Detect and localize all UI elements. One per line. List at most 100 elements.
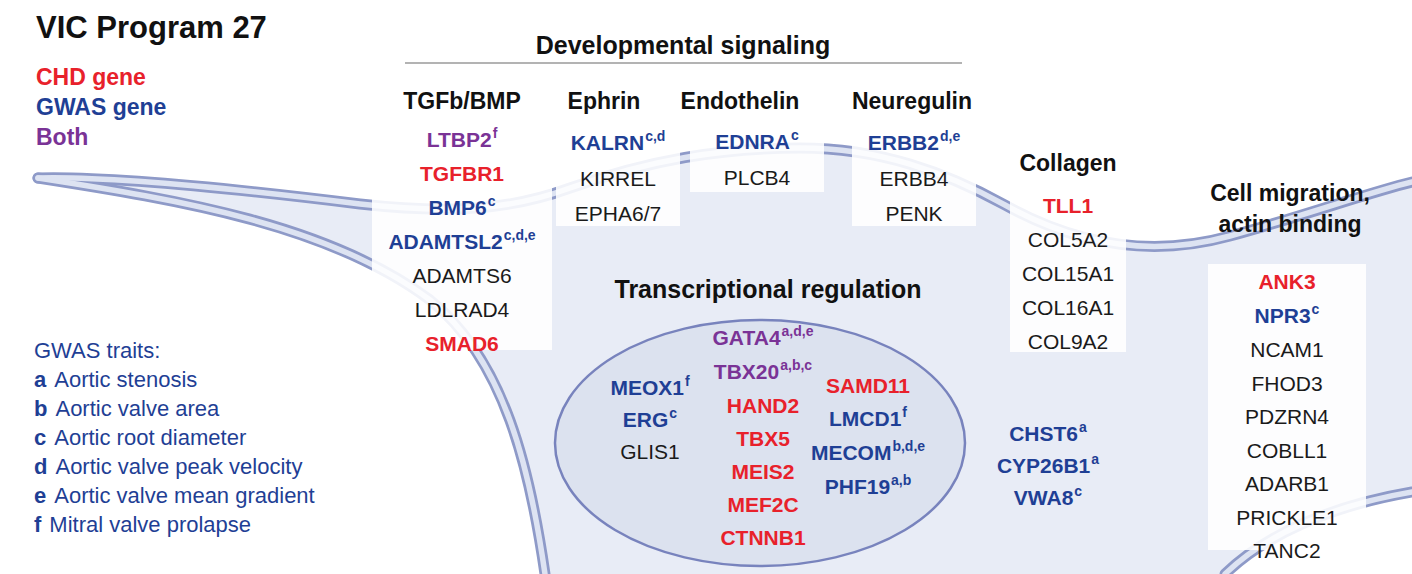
text-line: LDLRAD4 <box>372 294 552 328</box>
trait-text: Aortic valve mean gradient <box>54 483 314 508</box>
trait-letter: a <box>34 367 46 392</box>
cell-membrane-outer <box>38 148 1412 574</box>
legend-entry: CHD gene <box>36 62 146 92</box>
gene-name: KIRREL <box>580 167 656 190</box>
text-line: NPR3c <box>1208 300 1366 335</box>
text-line: dAortic valve peak velocity <box>34 453 454 482</box>
text-column: KALRNc,dKIRREL EPHA6/7 <box>556 126 680 232</box>
text-line: ADAMTSL2c,d,e <box>372 226 552 260</box>
trait-letter: e <box>34 483 46 508</box>
gene-name: ANK3 <box>1258 270 1315 293</box>
heading-text: Endothelin <box>681 88 800 114</box>
gene-name: CYP26B1 <box>997 454 1090 477</box>
text-line: PDZRN4 <box>1208 401 1366 435</box>
gene-name: PENK <box>885 202 942 225</box>
text-line: PENK <box>852 197 976 232</box>
group-heading: Collagen <box>968 148 1168 179</box>
text-line: GATA4a,d,e <box>673 322 853 356</box>
gene-name: PLCB4 <box>724 166 791 189</box>
text-line: ERBB2d,e <box>852 126 976 162</box>
heading-rule <box>405 62 962 64</box>
heading-text: Transcriptional regulation <box>615 275 922 303</box>
text-column: TLL1COL5A2COL15A1COL16A1COL9A2 <box>1010 190 1126 360</box>
heading-text: Cell migration, actin binding <box>1210 180 1370 237</box>
legend-swatch: Both <box>36 124 88 150</box>
trait-superscript: c,d,e <box>504 227 536 243</box>
text-line: COBLL1 <box>1208 435 1366 469</box>
trait-superscript: a,b <box>891 472 911 488</box>
gene-name: TGFBR1 <box>420 162 504 185</box>
text-line: ERBB4 <box>852 162 976 197</box>
legend-text: CHD gene <box>36 64 146 90</box>
gene-name: TLL1 <box>1043 194 1093 217</box>
trait-text: Aortic stenosis <box>54 367 197 392</box>
gene-name: SAMD11 <box>826 374 910 397</box>
heading-text: Collagen <box>1019 150 1116 176</box>
trait-superscript: c,d <box>645 128 665 144</box>
text-line: NCAM1 <box>1208 334 1366 368</box>
group-heading: Neuregulin <box>802 86 1022 117</box>
text-line: KIRREL <box>556 162 680 197</box>
trait-letter: c <box>34 425 46 450</box>
text-line: KALRNc,d <box>556 126 680 162</box>
gene-name: COBLL1 <box>1247 439 1328 462</box>
text-line: ANK3 <box>1208 266 1366 300</box>
text-line: COL5A2 <box>1010 224 1126 258</box>
text-column: GWAS traits:aAortic stenosisbAortic valv… <box>34 337 454 540</box>
gene-name: MEOX1 <box>610 376 684 399</box>
legend-swatch: CHD gene <box>36 64 146 90</box>
gene-name: HAND2 <box>727 394 799 417</box>
gene-name: CTNNB1 <box>720 526 805 549</box>
gene-name: ADAMTS6 <box>412 264 511 287</box>
gene-name: ERBB4 <box>880 167 949 190</box>
trait-superscript: c <box>791 127 799 143</box>
legend-entry: Both <box>36 122 88 152</box>
trait-letter: f <box>34 512 41 537</box>
cell-membrane-inner <box>38 148 1412 574</box>
text-column: LTBP2fTGFBR1BMP6cADAMTSL2c,d,eADAMTS6LDL… <box>372 124 552 362</box>
text-line: CYP26B1a <box>963 451 1133 483</box>
trait-superscript: c <box>488 193 496 209</box>
nucleus-shape <box>555 320 965 566</box>
text-line: BMP6c <box>372 192 552 226</box>
text-line: LTBP2f <box>372 124 552 158</box>
gene-name: COL16A1 <box>1022 296 1114 319</box>
group-heading: Cell migration, actin binding <box>1185 178 1395 240</box>
text-line: bAortic valve area <box>34 395 454 424</box>
legend-entry: GWAS gene <box>36 92 166 122</box>
gene-name: NPR3 <box>1255 304 1311 327</box>
gene-box: NeuregulinERBB2d,eERBB4PENK <box>852 124 976 226</box>
text-column: MEOX1fERGcGLIS1 <box>565 373 735 469</box>
gene-name: ERG <box>623 408 669 431</box>
trait-text: Mitral valve prolapse <box>49 512 251 537</box>
text-column: Developmental signaling <box>383 28 983 66</box>
gene-name: LMCD1 <box>829 407 901 430</box>
trait-text: Aortic valve area <box>55 396 219 421</box>
text-line: VWA8c <box>963 483 1133 515</box>
text-line: SMAD6 <box>372 328 552 362</box>
legend-text: Both <box>36 124 88 150</box>
cell-body <box>38 148 1412 574</box>
gene-name: MEF2C <box>727 493 798 516</box>
gene-name: FHOD3 <box>1251 372 1322 395</box>
trait-superscript: d,e <box>940 128 960 144</box>
group-heading: Endothelin <box>630 86 850 117</box>
gene-name: MECOM <box>811 441 892 464</box>
text-line: ADARB1 <box>1208 468 1366 502</box>
text-column: ERBB2d,eERBB4PENK <box>852 126 976 232</box>
gene-name: NCAM1 <box>1250 338 1324 361</box>
gene-name: ADAMTSL2 <box>388 230 502 253</box>
trait-superscript: c <box>669 405 677 421</box>
nucleus-ellipse: Transcriptional regulationMEOX1fERGcGLIS… <box>553 318 967 568</box>
heading-text: Ephrin <box>568 88 641 114</box>
gene-name: EPHA6/7 <box>575 202 661 225</box>
trait-superscript: a <box>1091 451 1099 467</box>
text-line: Developmental signaling <box>383 28 983 66</box>
text-column: ANK3NPR3cNCAM1FHOD3PDZRN4COBLL1ADARB1PRI… <box>1208 266 1366 569</box>
trait-superscript: c <box>1312 301 1320 317</box>
text-line: e Aortic valve mean gradient <box>34 482 454 511</box>
text-line: ADAMTS6 <box>372 260 552 294</box>
trait-superscript: a,b,c <box>780 357 812 373</box>
group-heading: Transcriptional regulation <box>578 274 958 305</box>
gene-name: MEIS2 <box>731 460 794 483</box>
